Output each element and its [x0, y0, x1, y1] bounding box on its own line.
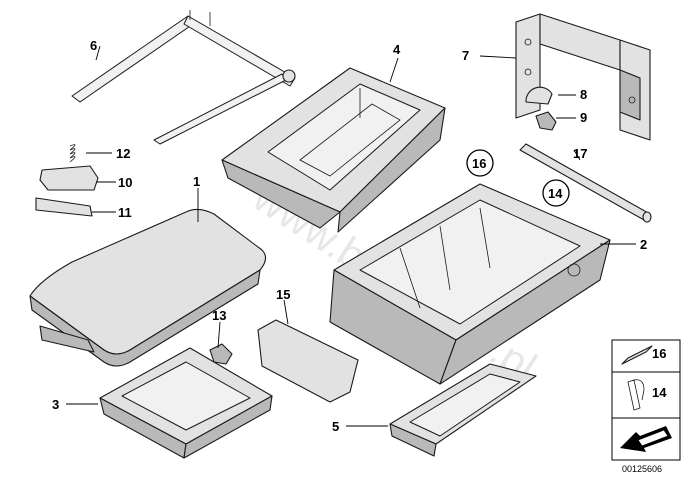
circled-ref-16: 16 [466, 149, 494, 177]
callout-10: 10 [118, 175, 132, 190]
callout-6: 6 [90, 38, 97, 53]
part-10-latch [39, 165, 99, 191]
part-2-console [329, 183, 611, 385]
callout-9: 9 [580, 110, 587, 125]
callout-labels: 6 4 7 8 9 17 12 10 11 1 2 3 5 13 15 [52, 38, 647, 434]
leader-lines [66, 45, 636, 427]
circled-ref-14-label: 14 [548, 186, 563, 201]
legend-arrow-inner [637, 429, 669, 447]
circled-ref-14: 14 [542, 179, 570, 207]
legend-label-14: 14 [652, 385, 667, 400]
callout-1: 1 [193, 174, 200, 189]
doc-number: 00125606 [622, 464, 662, 474]
part-12-spring [69, 144, 76, 163]
circled-ref-16-label: 16 [472, 156, 486, 171]
callout-4: 4 [393, 42, 401, 57]
callout-8: 8 [580, 87, 587, 102]
callout-13: 13 [212, 308, 226, 323]
part-17-rod [519, 143, 652, 223]
callout-3: 3 [52, 397, 59, 412]
callout-5: 5 [332, 419, 339, 434]
callout-17: 17 [573, 146, 587, 161]
part-11-strip [35, 197, 93, 217]
part-7-bracket [515, 13, 651, 141]
legend-box: 16 14 [611, 339, 681, 461]
legend-rod-icon [621, 345, 653, 365]
part-15-insert [257, 319, 359, 403]
part-3-lower-tray [99, 347, 273, 459]
legend-label-16: 16 [652, 346, 666, 361]
part-5-storage-tray [389, 363, 537, 457]
callout-11: 11 [118, 205, 132, 220]
callout-12: 12 [116, 146, 130, 161]
callout-7: 7 [462, 48, 469, 63]
part-4-tray [221, 67, 446, 233]
part-13-clip [209, 343, 233, 365]
part-8-disc [525, 86, 553, 105]
callout-2: 2 [640, 237, 647, 252]
callout-15: 15 [276, 287, 290, 302]
legend-clip-icon [627, 379, 645, 411]
part-9-clip [535, 111, 557, 131]
part-1-armrest-lid [29, 208, 267, 367]
part-6-bracket [71, 10, 296, 145]
